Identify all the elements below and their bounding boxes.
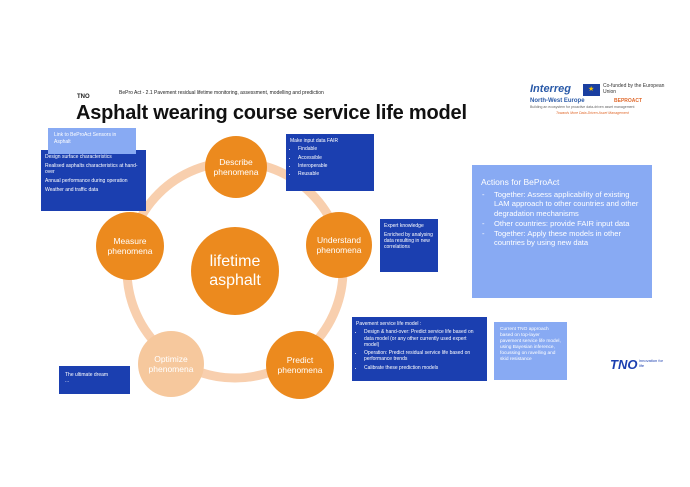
measure-box: Design surface characteristics Realised …	[41, 150, 146, 211]
node-measure: Measure phenomena	[96, 212, 164, 280]
measure-item: Weather and traffic data	[45, 186, 99, 193]
expert-text: Enriched by analysing data resulting in …	[384, 231, 433, 251]
fair-item: Accessible	[298, 155, 370, 161]
service-item: Design & hand-over: Predict service life…	[364, 329, 483, 348]
node-predict: Predict phenomena	[266, 331, 334, 399]
service-life-box: Pavement service life model : Design & h…	[352, 317, 487, 381]
region-label: North-West Europe	[530, 98, 585, 104]
fair-item: Reusable	[298, 171, 370, 177]
logo-tagline-1: Building an ecosystem for proactive data…	[530, 105, 635, 109]
fair-box: Make input data FAIR Findable Accessible…	[286, 134, 374, 191]
eu-flag-icon	[583, 84, 600, 96]
center-lifetime-asphalt: lifetime asphalt	[191, 227, 279, 315]
actions-title: Actions for BeProAct	[481, 177, 560, 187]
dream-ellipsis: ...	[65, 378, 70, 385]
tno-tagline: innovation for life	[639, 358, 664, 368]
node-optimize: Optimize phenomena	[138, 331, 204, 397]
slide-subtitle: BePro Act - 2.1 Pavement residual lifeti…	[119, 90, 324, 96]
interreg-wordmark: Interreg	[530, 83, 571, 95]
measure-item: Design surface characteristics	[45, 154, 112, 160]
logo-tagline-2: Towards More Data-Driven Asset Managemen…	[556, 111, 629, 115]
dream-box: The ultimate dream ...	[59, 366, 130, 394]
slide-title: Asphalt wearing course service life mode…	[76, 102, 467, 124]
interreg-logo: Interreg Co-funded by the European Union…	[528, 83, 668, 119]
expert-box: Expert knowledge Enriched by analysing d…	[380, 219, 438, 272]
measure-item: Annual performance during operation	[45, 177, 128, 184]
action-item: Other countries: provide FAIR input data	[481, 219, 642, 228]
cofunded-text: Co-funded by the European Union	[603, 83, 665, 95]
action-item: Together: Assess applicability of existi…	[481, 190, 642, 218]
node-understand: Understand phenomena	[306, 212, 372, 278]
measure-item: Realised asphalts characteristics at han…	[45, 162, 138, 176]
current-approach-box: Current TNO approach based on top-layer …	[494, 322, 567, 380]
fair-title: Make input data FAIR	[290, 138, 339, 144]
dream-text: The ultimate dream	[65, 372, 109, 378]
tno-wordmark: TNO	[610, 357, 638, 372]
node-describe: Describe phenomena	[205, 136, 267, 198]
action-item: Together: Apply these models in other co…	[481, 229, 642, 247]
tno-label: TNO	[77, 94, 90, 100]
link-box[interactable]: Link to BeProAct Sensors in Asphalt	[48, 128, 136, 154]
fair-item: Findable	[298, 146, 370, 152]
service-item: Operation: Predict residual service life…	[364, 350, 483, 363]
service-item: Calibrate these prediction models	[364, 365, 483, 371]
fair-item: Interoperable	[298, 163, 370, 169]
project-label: BEPROACT	[614, 98, 643, 104]
service-title: Pavement service life model :	[356, 321, 422, 327]
expert-title: Expert knowledge	[384, 223, 424, 229]
actions-box: Actions for BeProAct Together: Assess ap…	[472, 165, 652, 298]
